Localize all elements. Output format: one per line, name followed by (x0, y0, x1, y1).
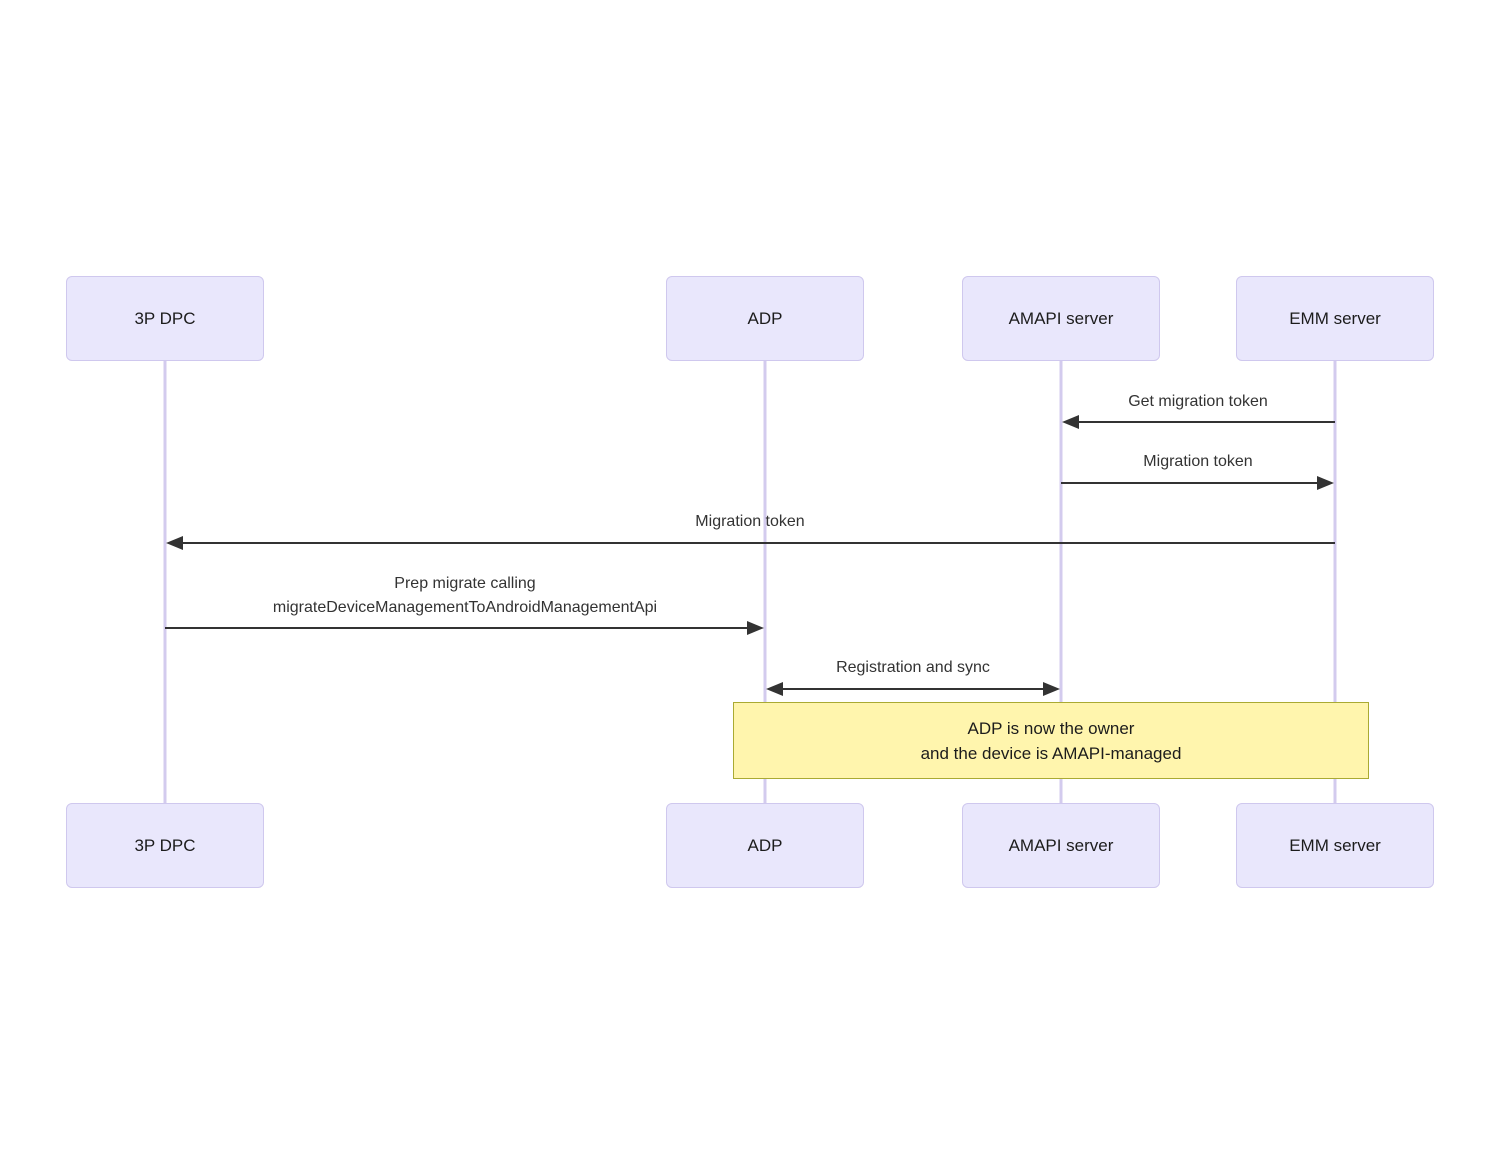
note-line-2: and the device is AMAPI-managed (920, 743, 1182, 763)
message-4-label: Prep migrate calling migrateDeviceManage… (273, 572, 657, 620)
message-4-arrowhead (747, 621, 764, 635)
actor-amapi-server-bottom: AMAPI server (962, 803, 1160, 888)
message-5-arrowhead-right (1043, 682, 1060, 696)
note-adp-owner: ADP is now the owner and the device is A… (733, 702, 1369, 779)
message-3-arrowhead (166, 536, 183, 550)
message-3-label: Migration token (695, 513, 805, 530)
note-line-1: ADP is now the owner (967, 718, 1135, 738)
message-2-arrowhead (1317, 476, 1334, 490)
actor-3p-dpc-bottom: 3P DPC (66, 803, 264, 888)
actor-emm-server-top: EMM server (1236, 276, 1434, 361)
message-4-label-line-1: Prep migrate calling (394, 575, 536, 592)
message-5-arrowhead-left (766, 682, 783, 696)
actor-3p-dpc-top: 3P DPC (66, 276, 264, 361)
message-5-label: Registration and sync (836, 659, 990, 676)
actor-amapi-server-top: AMAPI server (962, 276, 1160, 361)
message-1-arrowhead (1062, 415, 1079, 429)
actor-adp-top: ADP (666, 276, 864, 361)
message-2-label: Migration token (1143, 453, 1253, 470)
message-1-label: Get migration token (1128, 393, 1268, 410)
actor-adp-bottom: ADP (666, 803, 864, 888)
actor-emm-server-bottom: EMM server (1236, 803, 1434, 888)
message-4-label-line-2: migrateDeviceManagementToAndroidManageme… (272, 599, 658, 616)
